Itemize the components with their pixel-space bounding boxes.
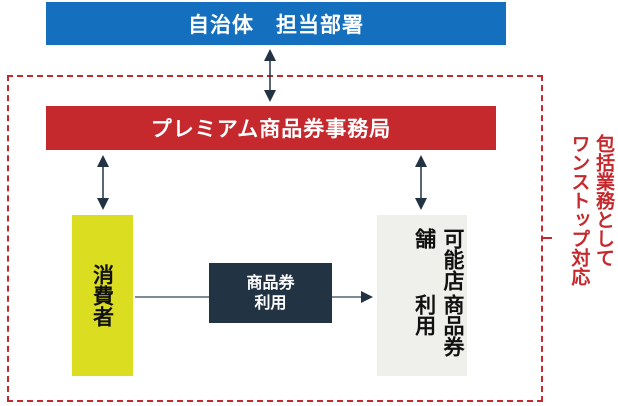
usage-line1: 商品券: [246, 273, 295, 292]
premium-voucher-office-box: プレミアム商品券事務局: [46, 106, 496, 150]
voucher-usage-box: 商品券 利用: [209, 263, 332, 323]
usage-line2: 利用: [254, 293, 287, 312]
consumer-box: 消費者: [72, 215, 133, 376]
scope-line1: 包括業務として: [593, 134, 615, 267]
consumer-label: 消費者: [90, 264, 115, 327]
participating-store-box: 可能店舗 商品券利用: [377, 215, 467, 376]
government-label: 自治体 担当部署: [188, 12, 364, 37]
one-stop-label: 包括業務として ワンストップ対応: [556, 134, 616, 354]
government-department-box: 自治体 担当部署: [46, 2, 506, 45]
office-label: プレミアム商品券事務局: [150, 117, 392, 141]
scope-line2: ワンストップ対応: [568, 134, 591, 286]
store-line1: 可能店舗: [412, 228, 465, 291]
store-line2: 商品券利用: [412, 293, 465, 357]
